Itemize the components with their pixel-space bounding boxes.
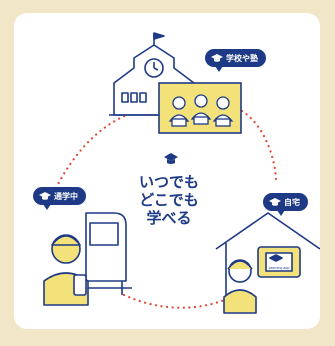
diagram-card: Learning app いつでも どこでも 学べる 学校や塾 通学中 自宅 xyxy=(14,13,320,329)
classroom-screen xyxy=(158,82,242,134)
slogan-line-1: いつでも xyxy=(138,173,199,191)
train-commuter xyxy=(43,212,132,306)
tablet-app-label: Learning app xyxy=(269,266,290,270)
commute-label: 通学中 xyxy=(54,191,78,201)
arc-left-to-school xyxy=(54,111,134,190)
arc-commute-to-home xyxy=(122,293,238,309)
center-slogan: いつでも どこでも 学べる xyxy=(129,173,209,227)
slogan-line-2: どこでも xyxy=(139,191,199,209)
home-label-pill: 自宅 xyxy=(263,193,308,216)
graduation-cap-icon xyxy=(164,153,178,164)
commute-label-pill: 通学中 xyxy=(33,187,86,210)
graduation-cap-icon xyxy=(211,53,223,62)
school-label-pill: 学校や塾 xyxy=(205,49,266,72)
home-learner xyxy=(215,212,320,314)
graduation-cap-icon xyxy=(269,197,281,206)
home-label: 自宅 xyxy=(284,197,300,207)
arc-school-to-home xyxy=(240,109,278,185)
slogan-line-3: 学べる xyxy=(146,209,192,227)
diagram-illustration: Learning app xyxy=(43,32,320,314)
graduation-cap-icon xyxy=(39,191,51,200)
school-label: 学校や塾 xyxy=(226,53,258,63)
cycle-dotted-arcs xyxy=(54,109,278,309)
